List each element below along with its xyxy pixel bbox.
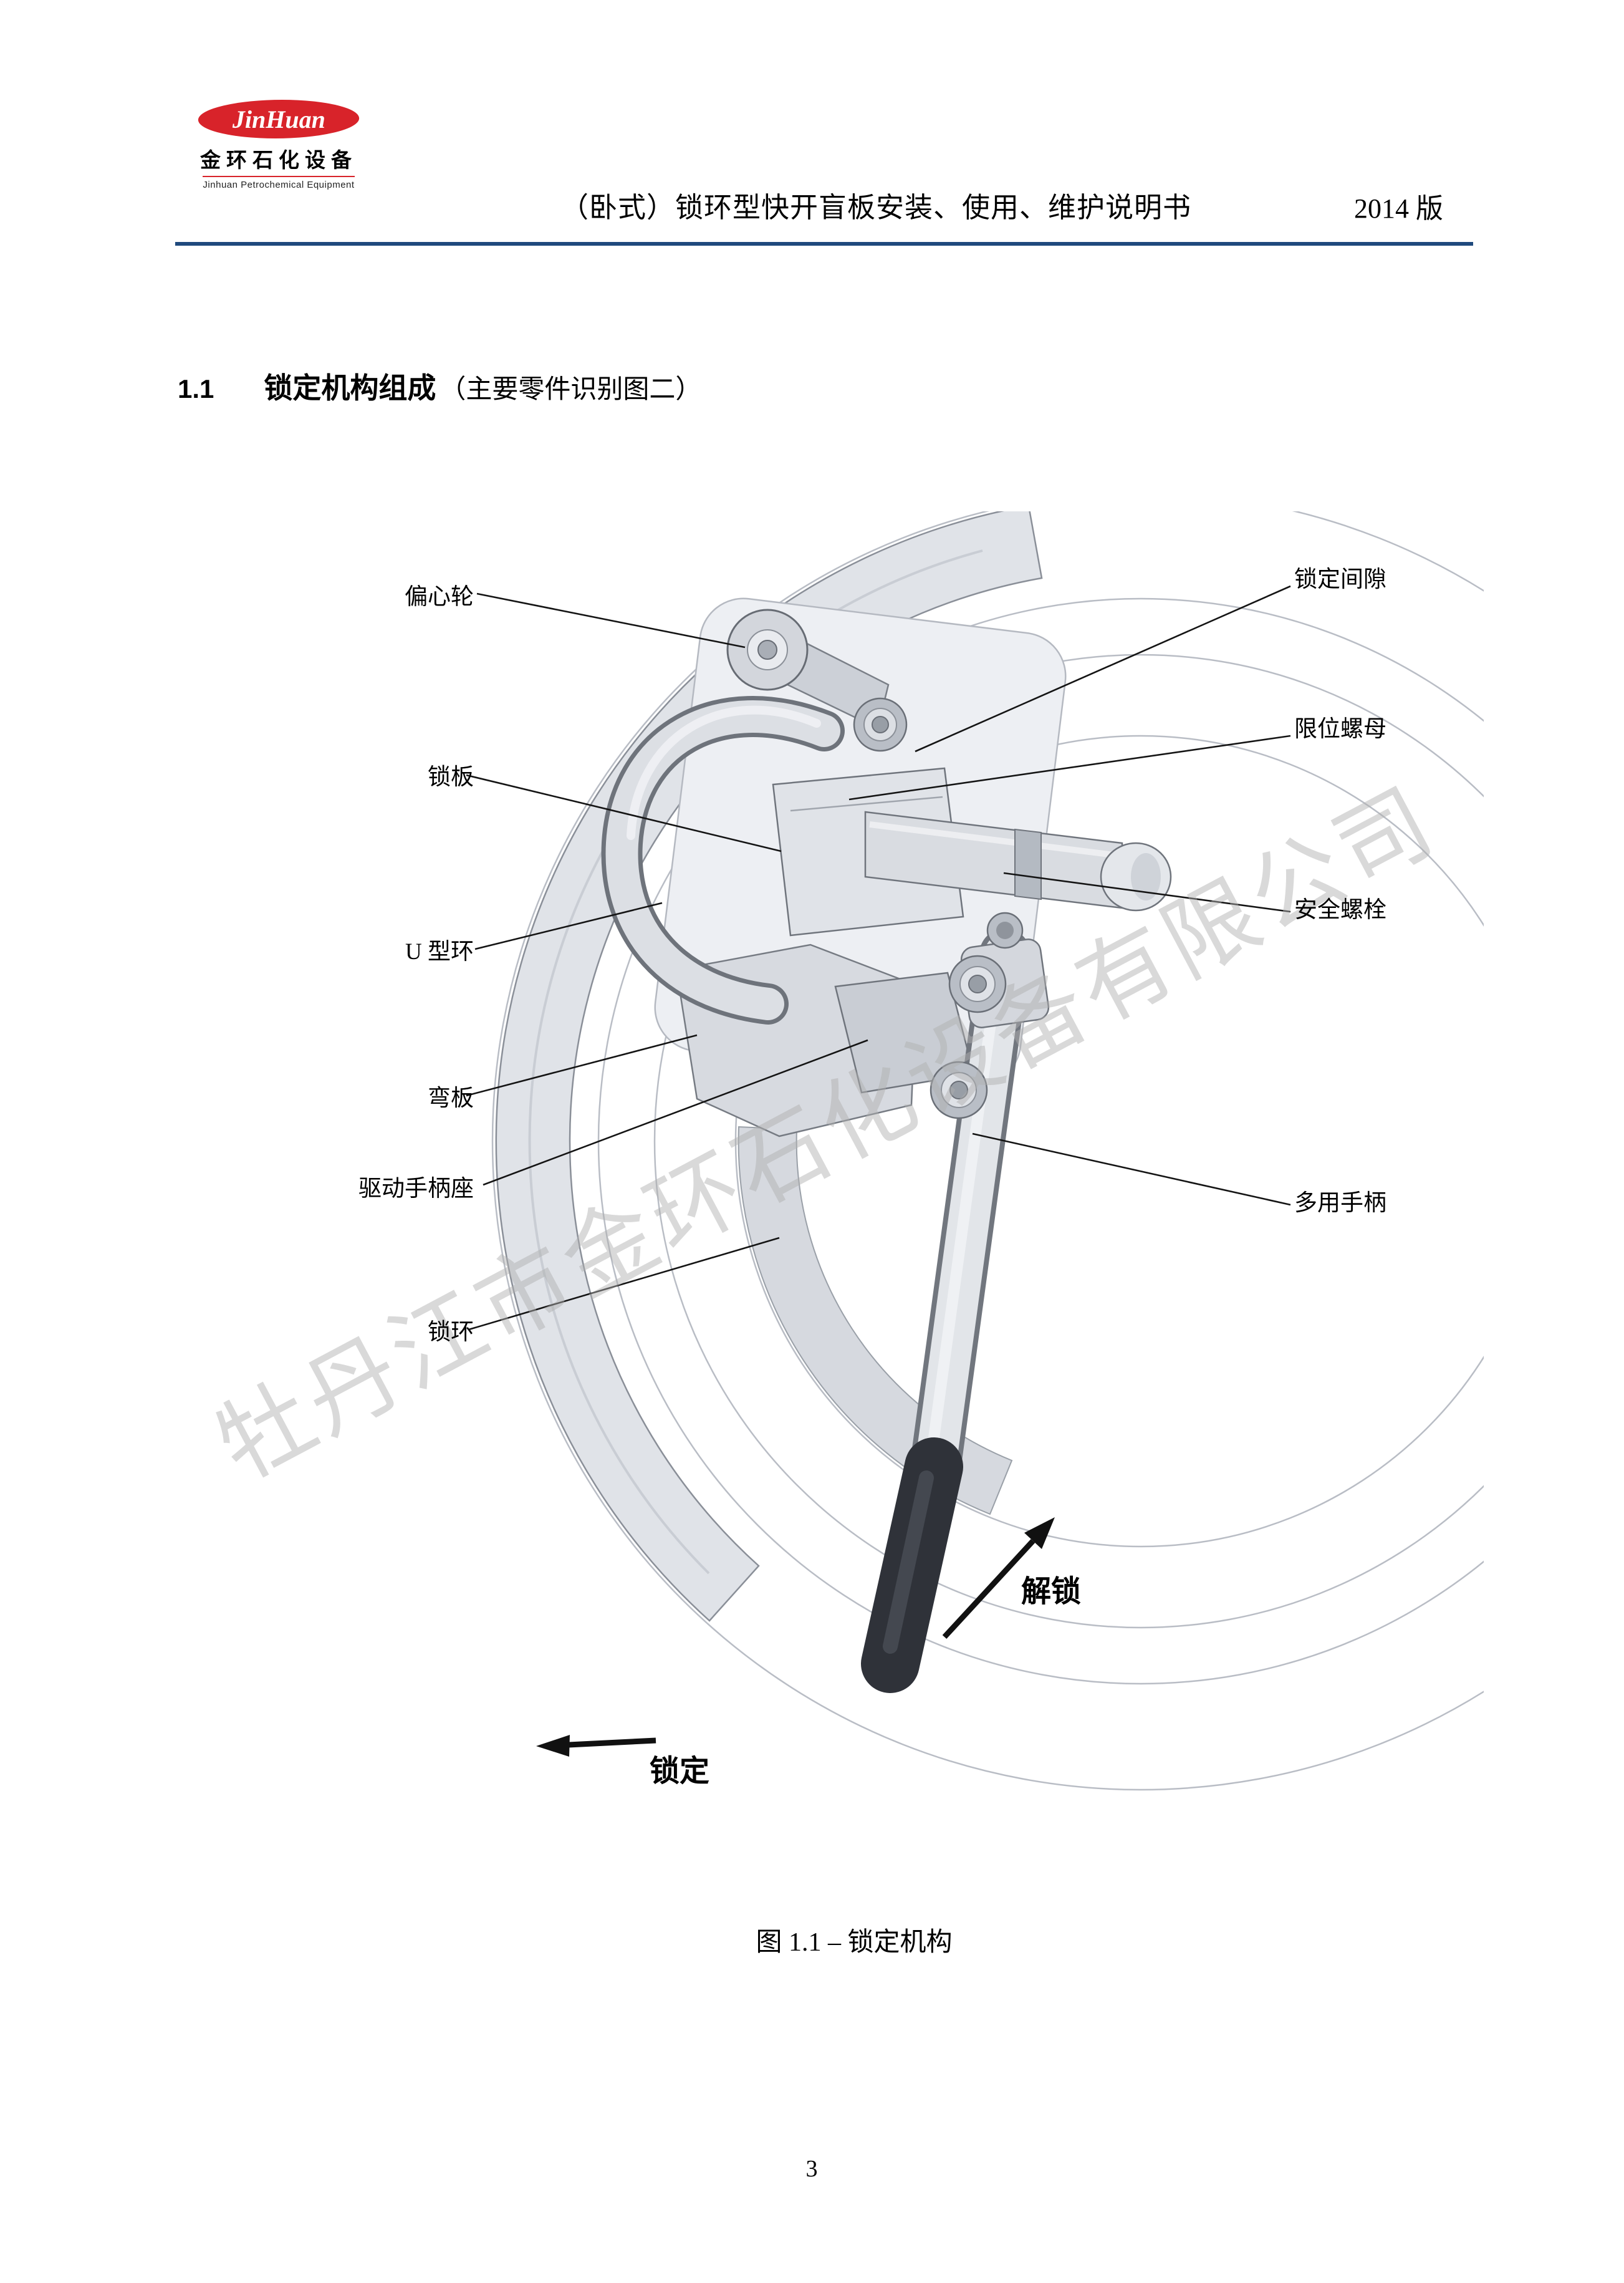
part-label-lock-plate: 锁板 [428, 765, 474, 790]
seat-bolt-lower-icon [930, 1061, 988, 1119]
u-ring [601, 696, 845, 1025]
top-bolt-icon [853, 697, 908, 752]
limit-nut [1014, 828, 1042, 900]
edition-label: 2014 版 [1354, 193, 1443, 224]
multi-handle [911, 912, 1050, 1485]
section-subtitle: （主要零件识别图二） [440, 375, 702, 404]
logo-script-text: JinHuan [232, 105, 325, 133]
bent-plate [675, 944, 918, 1137]
eccentric-wheel [726, 609, 809, 691]
logo-english-name: Jinhuan Petrochemical Equipment [203, 176, 355, 190]
drive-handle-seat [834, 972, 975, 1094]
label-leader-lines [466, 585, 1291, 1331]
part-label-drive-handle-seat: 驱动手柄座 [358, 1176, 474, 1202]
section-heading: 1.1 锁定机构组成 （主要零件识别图二） [178, 365, 701, 407]
unlock-arrow-label: 解锁 [1021, 1575, 1082, 1608]
document-title: （卧式）锁环型快开盲板安装、使用、维护说明书 [560, 192, 1191, 223]
figure-caption: 图 1.1 – 锁定机构 [756, 1928, 953, 1957]
seat-bolt-upper-icon [948, 955, 1007, 1013]
company-logo: JinHuan 金环石化设备 Jinhuan Petrochemical Equ… [182, 100, 375, 190]
lock-ring-band [495, 511, 1043, 1622]
part-label-safety-bolt: 安全螺栓 [1294, 897, 1386, 923]
part-label-eccentric-wheel: 偏心轮 [405, 584, 474, 610]
lock-arrow-label: 锁定 [650, 1755, 710, 1788]
header-rule [175, 242, 1473, 246]
lock-arrow-icon [536, 1735, 656, 1757]
lock-plate [772, 767, 964, 937]
lock-ring-midline [528, 549, 983, 1575]
lock-ring-inner-edge [738, 1126, 1013, 1515]
eccentric-arm [761, 624, 890, 730]
safety-bolt [864, 811, 1172, 912]
logo-swoosh-icon: JinHuan [195, 100, 363, 138]
section-number: 1.1 [178, 374, 214, 403]
logo-chinese-name: 金环石化设备 [200, 148, 357, 171]
part-label-locking-gap: 锁定间隙 [1294, 567, 1386, 592]
handle-grip [861, 1437, 963, 1693]
limit-nut-bolt-icon [820, 788, 865, 833]
part-label-limit-nut: 限位螺母 [1294, 717, 1386, 742]
part-label-bent-plate: 弯板 [428, 1086, 474, 1111]
part-label-multi-handle: 多用手柄 [1294, 1190, 1386, 1216]
part-label-u-ring: U 型环 [405, 939, 474, 965]
door-plate [654, 597, 1067, 1086]
section-title: 锁定机构组成 [264, 372, 436, 404]
part-label-lock-ring: 锁环 [428, 1320, 474, 1345]
handle-collar [960, 939, 1050, 1028]
company-watermark: 牡丹江市金环石化设备有限公司 [202, 769, 1453, 1499]
page-number: 3 [805, 2156, 818, 2182]
